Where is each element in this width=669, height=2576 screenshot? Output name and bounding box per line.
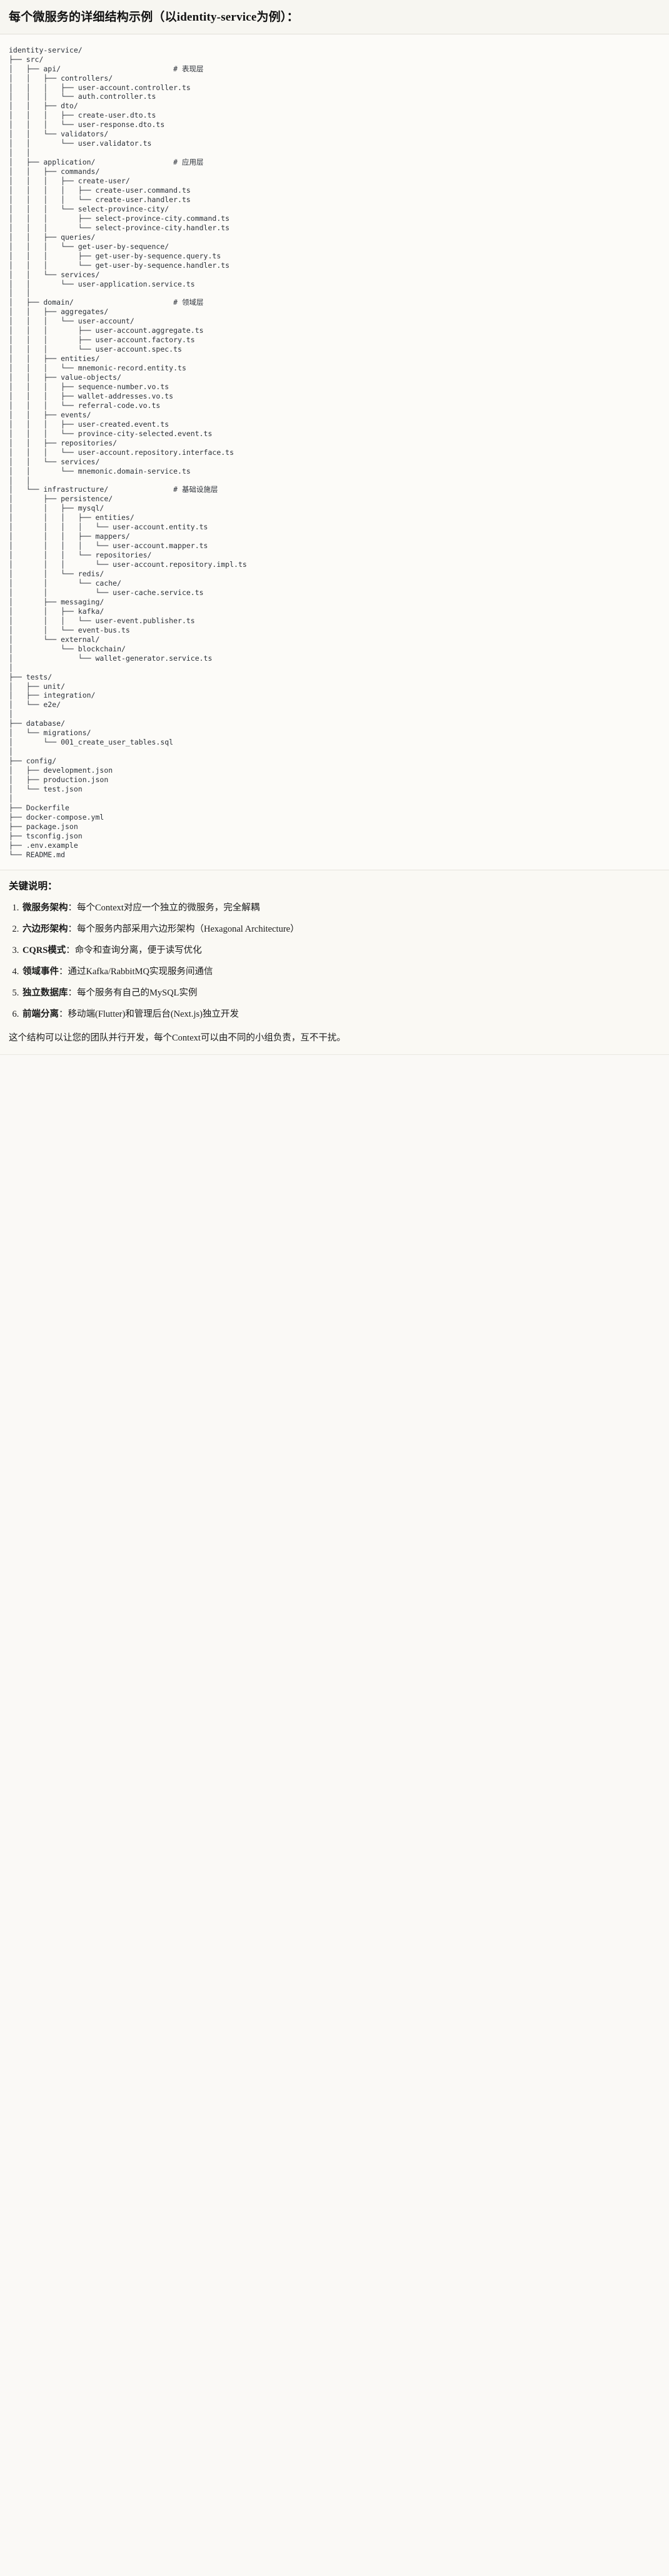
note-item: 独立数据库：每个服务有自己的MySQL实例 (21, 987, 660, 1000)
document-header: 每个微服务的详细结构示例（以identity-service为例）： (0, 0, 669, 34)
directory-tree-section: identity-service/ ├── src/ │ ├── api/ # … (0, 34, 669, 870)
notes-heading: 关键说明： (9, 880, 58, 892)
note-separator: ： (68, 924, 78, 934)
note-term: CQRS模式 (23, 945, 66, 955)
note-item: CQRS模式：命令和查询分离，便于读写优化 (21, 944, 660, 957)
note-description: 每个Context对应一个独立的微服务，完全解耦 (77, 902, 260, 913)
directory-tree: identity-service/ ├── src/ │ ├── api/ # … (9, 45, 247, 859)
note-separator: ： (66, 945, 75, 955)
note-item: 六边形架构：每个服务内部采用六边形架构（Hexagonal Architectu… (21, 923, 660, 936)
note-separator: ： (68, 902, 78, 913)
note-description: 移动端(Flutter)和管理后台(Next.js)独立开发 (68, 1009, 239, 1019)
note-term: 前端分离 (23, 1009, 59, 1019)
notes-list: 微服务架构：每个Context对应一个独立的微服务，完全解耦六边形架构：每个服务… (9, 902, 660, 1021)
footer-divider (0, 1054, 669, 1055)
note-term: 六边形架构 (23, 924, 68, 934)
closing-paragraph: 这个结构可以让您的团队并行开发，每个Context可以由不同的小组负责，互不干扰… (9, 1032, 346, 1043)
note-description: 命令和查询分离，便于读写优化 (74, 945, 202, 955)
note-separator: ： (59, 1009, 68, 1019)
note-item: 前端分离：移动端(Flutter)和管理后台(Next.js)独立开发 (21, 1008, 660, 1021)
note-item: 领域事件：通过Kafka/RabbitMQ实现服务间通信 (21, 965, 660, 979)
note-term: 领域事件 (23, 966, 59, 977)
note-description: 通过Kafka/RabbitMQ实现服务间通信 (68, 966, 213, 977)
note-separator: ： (59, 966, 68, 977)
note-term: 微服务架构 (23, 902, 68, 913)
note-item: 微服务架构：每个Context对应一个独立的微服务，完全解耦 (21, 902, 660, 915)
note-separator: ： (68, 987, 78, 998)
note-term: 独立数据库 (23, 987, 68, 998)
note-description: 每个服务内部采用六边形架构（Hexagonal Architecture） (77, 924, 299, 934)
key-notes-section: 关键说明： 微服务架构：每个Context对应一个独立的微服务，完全解耦六边形架… (0, 869, 669, 1054)
note-description: 每个服务有自己的MySQL实例 (77, 987, 198, 998)
page-title: 每个微服务的详细结构示例（以identity-service为例）： (9, 11, 299, 24)
document-page: 每个微服务的详细结构示例（以identity-service为例）： ident… (0, 0, 669, 1055)
